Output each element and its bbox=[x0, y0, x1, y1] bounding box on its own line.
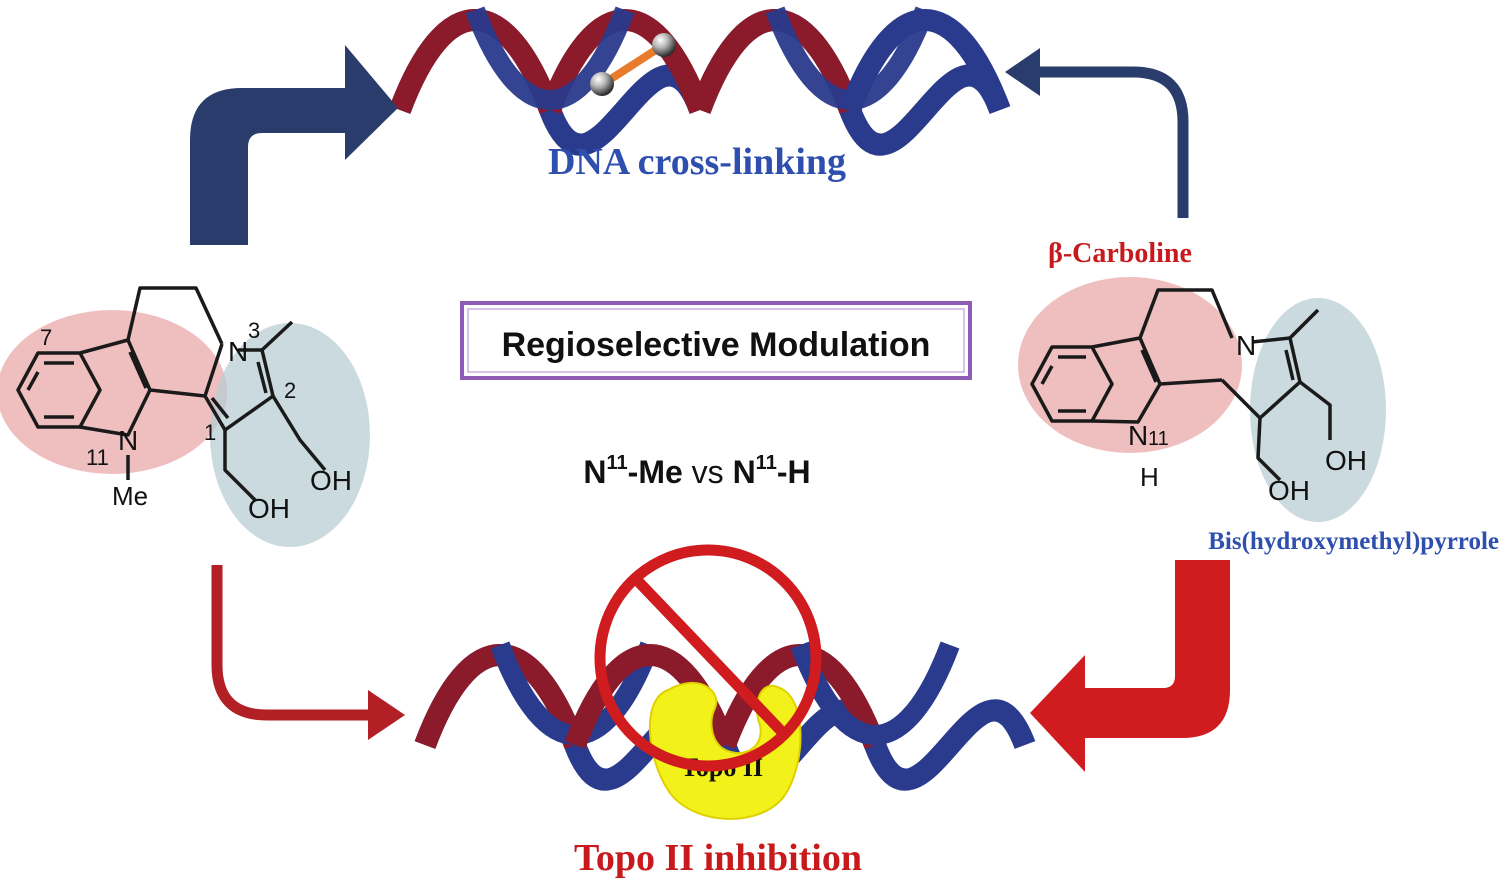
left-n-ring: N bbox=[228, 336, 248, 367]
center-box-inner-border bbox=[467, 308, 965, 373]
right-oh2: OH bbox=[1268, 475, 1310, 506]
right-molecule: N N 11 H OH OH bbox=[1018, 277, 1386, 522]
comparison-sup2: 11 bbox=[756, 452, 777, 474]
comparison-h: -H bbox=[777, 454, 811, 490]
left-pos1: 1 bbox=[204, 420, 216, 445]
left-pos2: 2 bbox=[284, 378, 296, 403]
left-me: Me bbox=[112, 481, 148, 511]
prohibition-icon bbox=[594, 544, 822, 772]
thin-red-arrow-icon bbox=[211, 565, 405, 740]
left-n-indole: N bbox=[118, 425, 138, 456]
center-box bbox=[460, 301, 972, 380]
right-subtitle: Bis(hydroxymethyl)pyrrole bbox=[1208, 528, 1499, 555]
right-blue-highlight bbox=[1250, 298, 1386, 522]
right-h: H bbox=[1140, 462, 1159, 492]
comparison-n1: N bbox=[583, 454, 606, 490]
right-n-ring: N bbox=[1236, 330, 1256, 361]
thin-navy-arrow-icon bbox=[1005, 48, 1189, 218]
comparison-text: N11-Me vs N11-H bbox=[583, 452, 810, 490]
left-oh1: OH bbox=[310, 465, 352, 496]
left-pos7: 7 bbox=[40, 325, 52, 350]
crosslink-icon bbox=[590, 33, 676, 96]
left-pink-highlight bbox=[0, 310, 227, 474]
comparison-me: -Me bbox=[628, 454, 683, 490]
top-label: DNA cross-linking bbox=[548, 141, 846, 183]
navy-arrow-icon bbox=[190, 45, 398, 245]
left-molecule: N N Me OH OH 7 3 2 1 11 bbox=[0, 286, 370, 547]
right-n-indole: N bbox=[1128, 420, 1148, 451]
comparison-vs: vs bbox=[683, 454, 733, 490]
left-oh2: OH bbox=[248, 493, 290, 524]
left-pos3: 3 bbox=[248, 318, 260, 343]
left-blue-highlight bbox=[210, 323, 370, 547]
left-pos11: 11 bbox=[86, 445, 109, 470]
top-dna-helix-icon bbox=[389, 6, 1011, 156]
right-pos11: 11 bbox=[1148, 428, 1169, 450]
right-title: β-Carboline bbox=[1048, 238, 1192, 269]
red-arrow-icon bbox=[1030, 560, 1230, 772]
enzyme-icon bbox=[649, 681, 802, 820]
center-box-label: Regioselective Modulation bbox=[502, 326, 931, 364]
right-oh1: OH bbox=[1325, 445, 1367, 476]
comparison-n2: N bbox=[733, 454, 756, 490]
comparison-sup1: 11 bbox=[607, 452, 628, 474]
bottom-label: Topo II inhibition bbox=[574, 837, 862, 879]
right-pink-highlight bbox=[1018, 277, 1242, 453]
